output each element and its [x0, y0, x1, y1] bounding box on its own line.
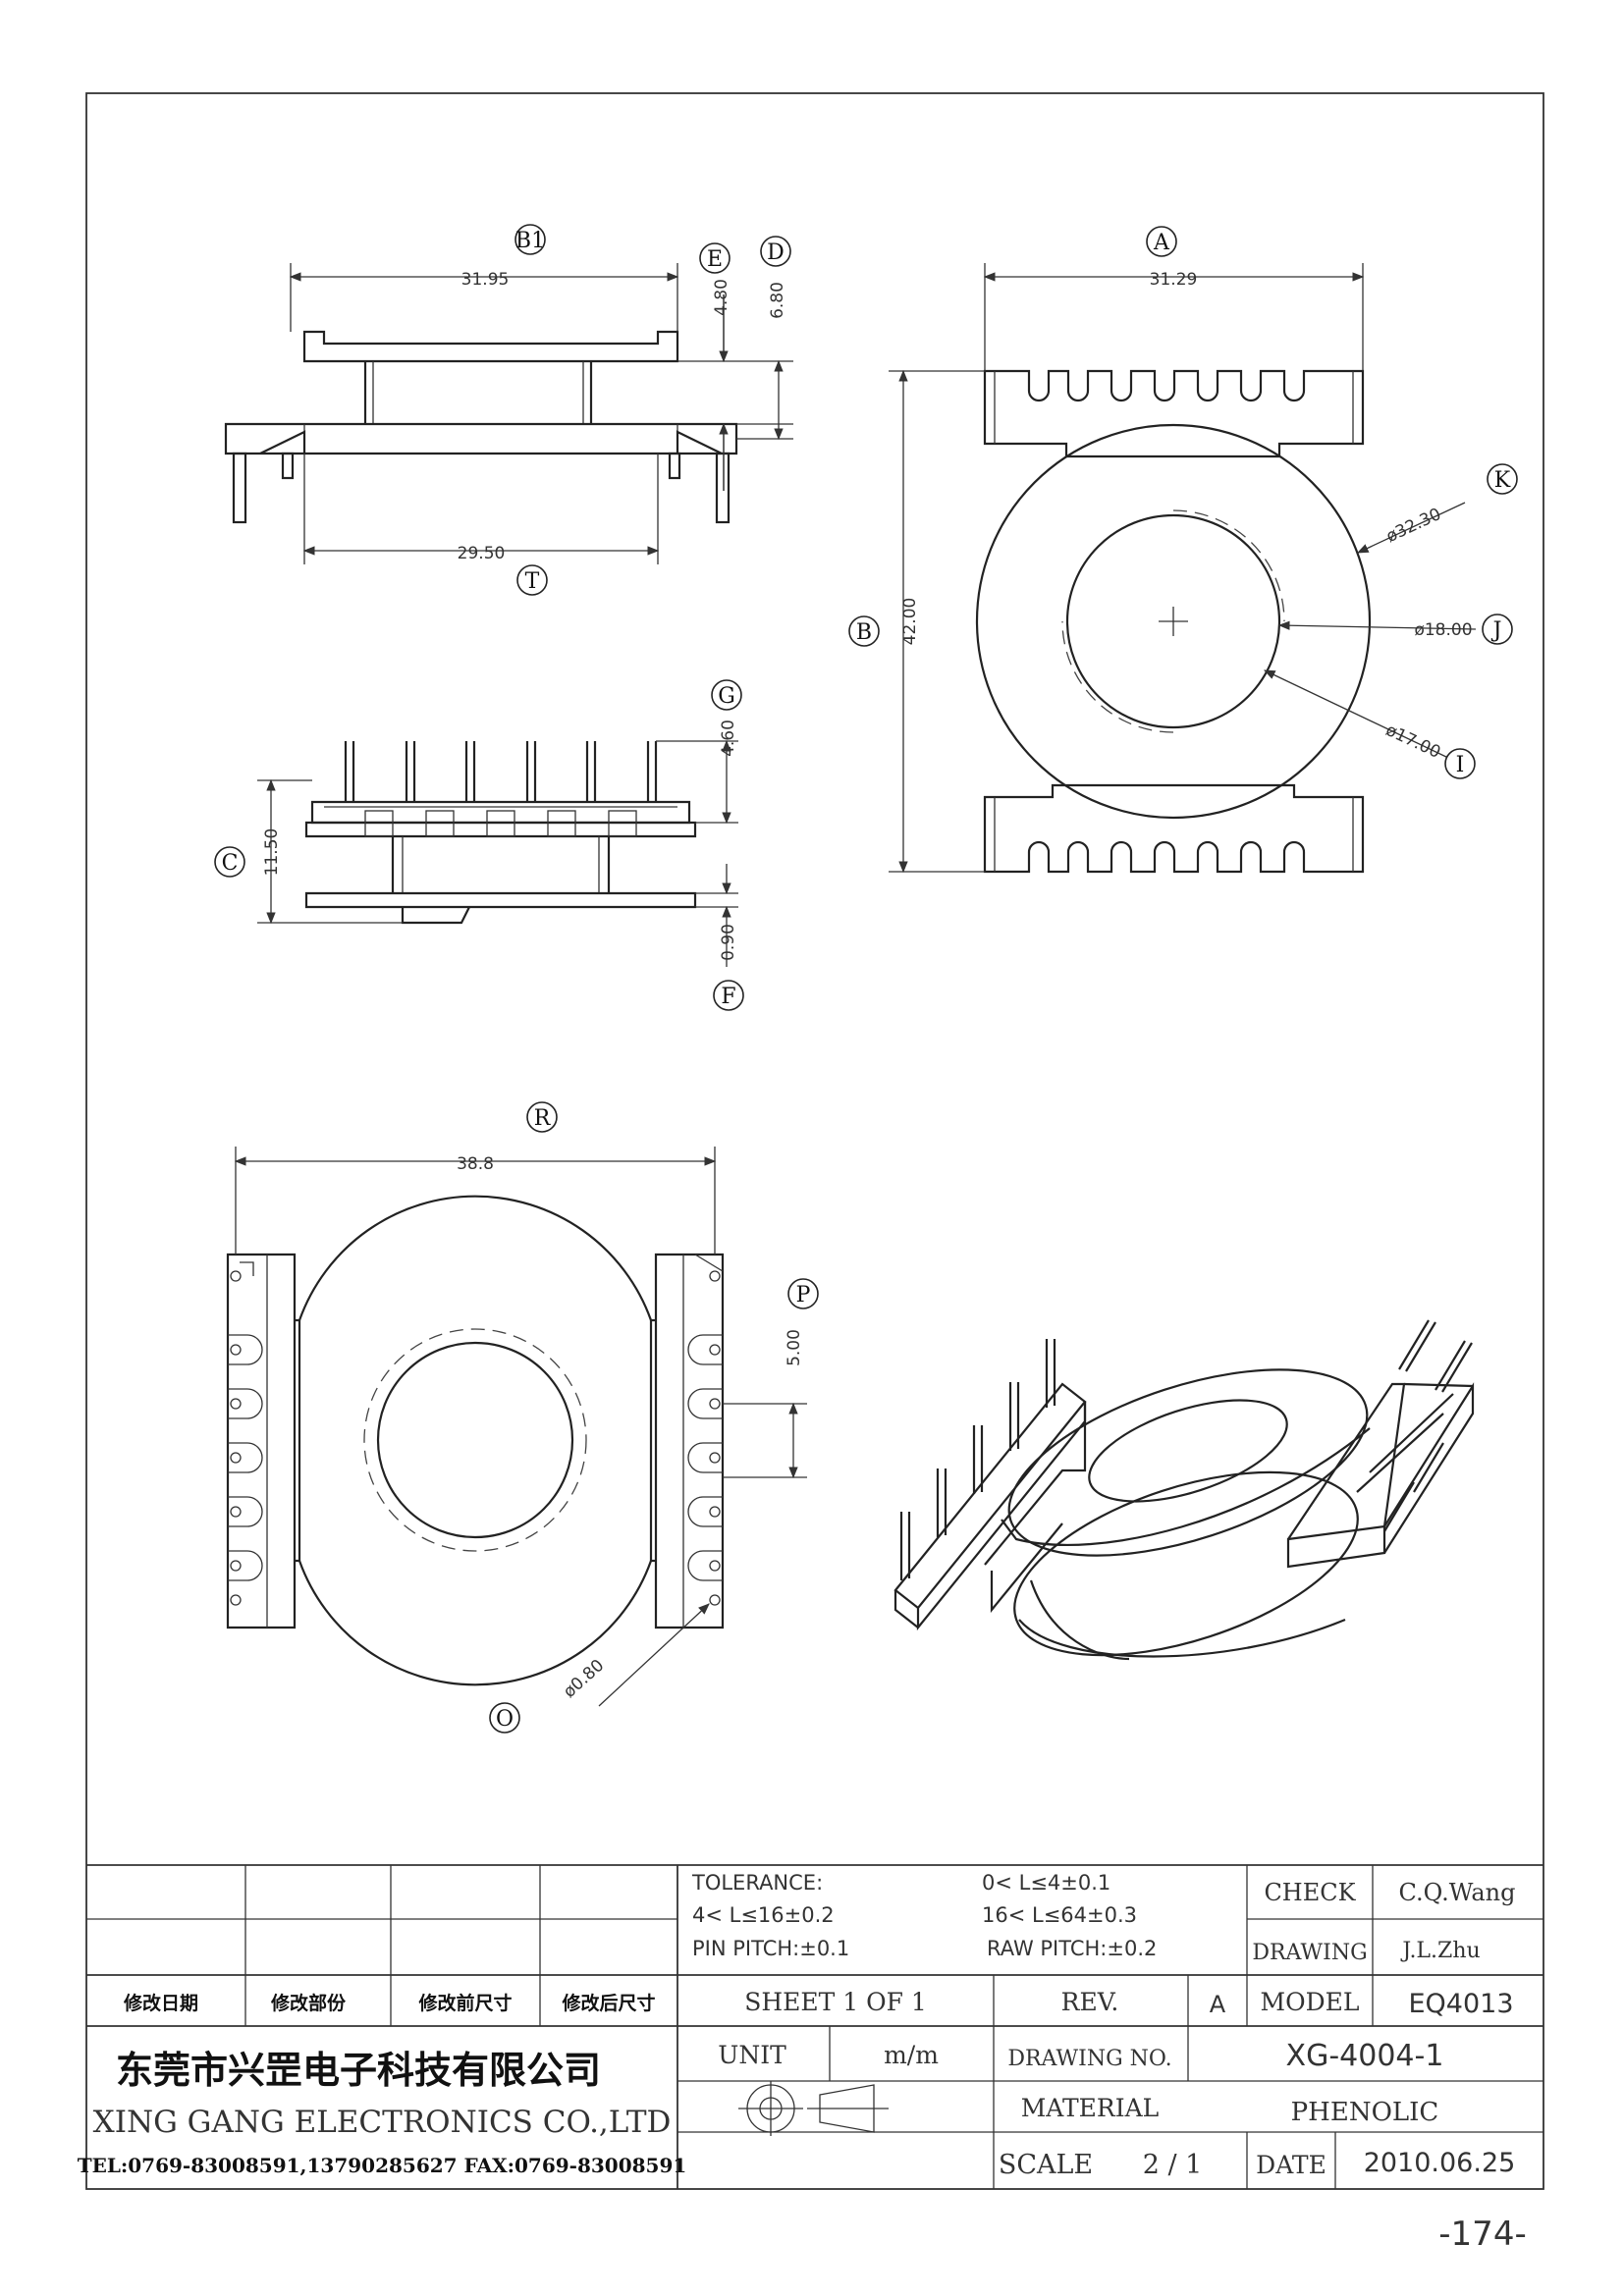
bottom-view-annotations: R 38.8 P 5.00 ø0.80 O [457, 1101, 819, 1734]
side-view [224, 263, 793, 564]
title-block [86, 1864, 1543, 2189]
top-view-annotations: A 31.29 B 42.00 ø32.30 K ø18.00 J ø17.00… [848, 226, 1518, 779]
dim-t-label: T [525, 569, 540, 594]
date-label: DATE [1256, 2151, 1326, 2179]
dim-o-label: O [496, 1707, 514, 1732]
dim-e-value: 4.80 [712, 279, 731, 316]
dim-f-label: F [721, 985, 735, 1009]
dim-p-label: P [796, 1283, 811, 1308]
dim-r-label: R [534, 1106, 552, 1131]
material-value: PHENOLIC [1291, 2098, 1439, 2127]
tolerance-range-2: 4< L≤16±0.2 [692, 1903, 835, 1927]
revision-header-part: 修改部份 [270, 1992, 347, 2014]
rev-label: REV. [1061, 1988, 1119, 2016]
dim-j-value: ø18.00 [1414, 620, 1472, 640]
dim-g-value: 4.60 [719, 720, 738, 757]
dim-f-value: 0.90 [719, 924, 738, 961]
model-label: MODEL [1261, 1988, 1360, 2016]
front-view [257, 739, 738, 967]
side-view-annotations: B1 31.95 E 4.80 D 6.80 29.50 T [458, 224, 791, 596]
company-contact: TEL:0769-83008591,13790285627 FAX:0769-8… [78, 2154, 687, 2177]
top-view [889, 263, 1477, 874]
material-label: MATERIAL [1021, 2094, 1160, 2122]
company-name-cn: 东莞市兴罡电子科技有限公司 [116, 2048, 601, 2092]
dim-c-value: 11.50 [262, 828, 282, 877]
drawing-value: J.L.Zhu [1400, 1939, 1480, 1963]
company-name-en: XING GANG ELECTRONICS CO.,LTD [93, 2105, 672, 2140]
scale-label: SCALE [999, 2150, 1093, 2180]
unit-value: m/m [884, 2041, 939, 2069]
scale-value: 2 / 1 [1143, 2150, 1203, 2180]
revision-header-date: 修改日期 [123, 1992, 198, 2014]
dim-d-value: 6.80 [768, 282, 787, 319]
dim-b-label: B [856, 620, 872, 645]
dim-i-label: I [1456, 753, 1465, 777]
unit-label: UNIT [718, 2041, 786, 2069]
dim-b1-label: B1 [515, 229, 545, 253]
date-value: 2010.06.25 [1364, 2148, 1516, 2178]
dim-k-value: ø32.30 [1383, 505, 1444, 547]
pin-pitch: PIN PITCH:±0.1 [692, 1937, 849, 1960]
sheet-info: SHEET 1 OF 1 [744, 1988, 927, 2016]
bottom-view [226, 1147, 807, 1707]
isometric-view [893, 1319, 1475, 1661]
check-value: C.Q.Wang [1399, 1879, 1516, 1906]
title-block-text: 修改日期 修改部份 修改前尺寸 修改后尺寸 TOLERANCE: 0< L≤4±… [78, 1871, 1516, 2180]
dim-g-label: G [718, 684, 735, 709]
front-view-annotations: G 4.60 C 11.50 0.90 F [214, 679, 744, 1011]
dim-o-value: ø0.80 [560, 1656, 608, 1702]
drawing-no-value: XG-4004-1 [1286, 2039, 1444, 2073]
model-value: EQ4013 [1408, 1989, 1513, 2019]
dim-p-value: 5.00 [785, 1329, 804, 1366]
rev-value: A [1210, 1991, 1226, 2018]
dim-t-value: 29.50 [458, 544, 506, 563]
dim-e-label: E [707, 247, 723, 272]
page-number: -174- [1438, 2215, 1526, 2254]
check-label: CHECK [1264, 1879, 1356, 1906]
dim-k-label: K [1494, 468, 1511, 493]
drawing-border [85, 92, 1544, 2190]
dim-c-label: C [222, 851, 239, 876]
revision-header-after: 修改后尺寸 [561, 1992, 655, 2014]
dim-d-label: D [767, 240, 785, 265]
dim-i-value: ø17.00 [1382, 721, 1443, 763]
drawing-no-label: DRAWING NO. [1007, 2047, 1171, 2071]
dim-a-label: A [1153, 231, 1170, 255]
dim-b-value: 42.00 [900, 598, 920, 646]
raw-pitch: RAW PITCH:±0.2 [987, 1937, 1157, 1960]
tolerance-label: TOLERANCE: [691, 1871, 823, 1895]
dim-j-label: J [1491, 618, 1502, 643]
revision-header-before: 修改前尺寸 [417, 1992, 512, 2014]
dim-b1-value: 31.95 [461, 270, 510, 290]
dim-r-value: 38.8 [457, 1154, 494, 1174]
tolerance-range-3: 16< L≤64±0.3 [982, 1903, 1137, 1927]
dim-a-value: 31.29 [1150, 270, 1198, 290]
drawing-label: DRAWING [1252, 1941, 1367, 1965]
tolerance-range-1: 0< L≤4±0.1 [982, 1871, 1110, 1895]
